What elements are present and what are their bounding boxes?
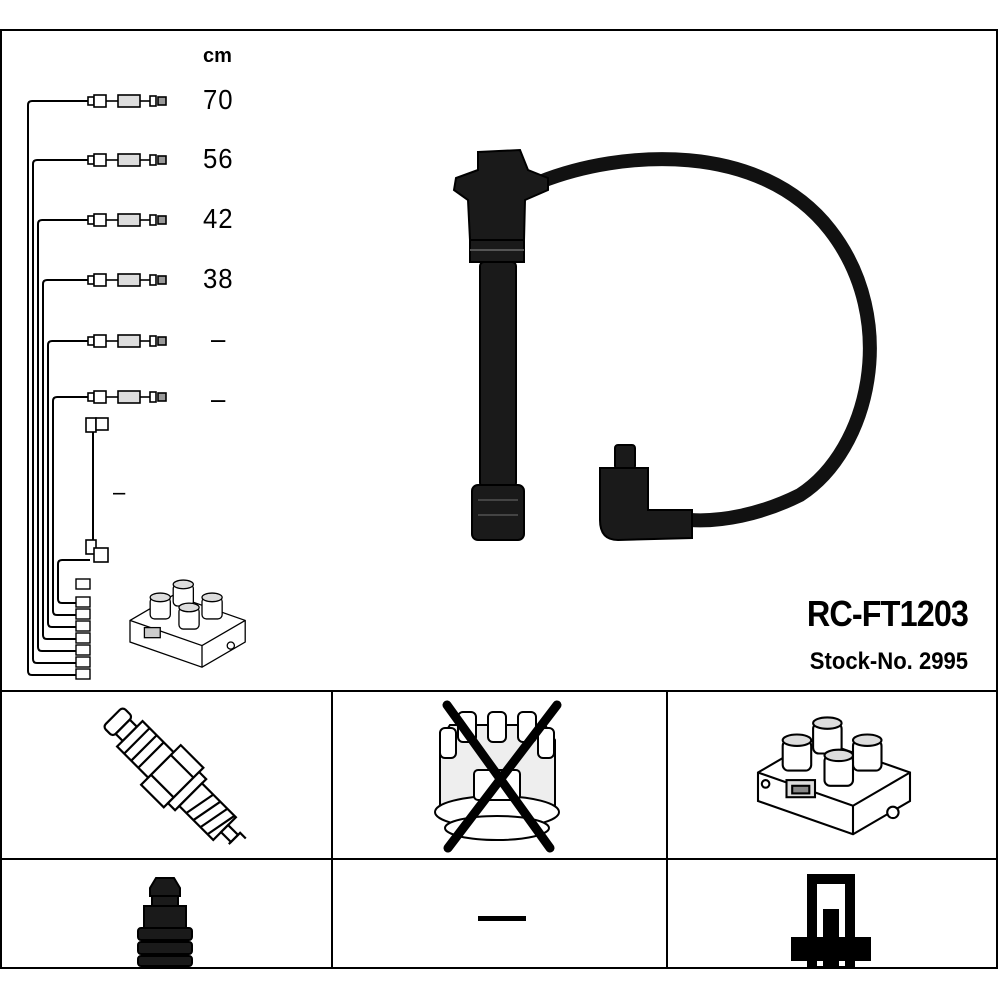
plug-connector-icon: [137, 877, 193, 967]
plug-wire-icons: [87, 94, 167, 404]
length-label-3: 42: [203, 203, 234, 234]
length-label-4: 38: [203, 263, 234, 294]
straight-boot: [452, 148, 549, 541]
plug-wire-icon-6: [87, 390, 167, 404]
table-divider-right: [666, 690, 668, 969]
length-label-5: –: [211, 323, 227, 354]
cable-legend: [27, 100, 90, 676]
plug-wire-icon-5: [87, 334, 167, 348]
main-ignition-cable: [452, 148, 877, 542]
ignition-coil-icon: [756, 716, 912, 836]
cable-route-5: [47, 340, 88, 628]
unit-label: cm: [203, 45, 232, 67]
legend-coil-icon: [129, 579, 246, 668]
cable-route-4: [42, 279, 88, 640]
length-label-6: –: [211, 383, 227, 414]
cable-route-6: [52, 396, 88, 616]
cable-route-3: [37, 219, 88, 652]
cable-route-2: [32, 159, 88, 664]
length-label-2: 56: [203, 143, 234, 174]
plug-wire-icon-4: [87, 273, 167, 287]
length-label-1: 70: [203, 84, 234, 115]
coil-wire-icon: [85, 417, 109, 563]
spark-plug-icon: [103, 707, 247, 845]
table-divider-left: [331, 690, 333, 969]
plug-wire-icon-1: [87, 94, 167, 108]
coil-connector-icon: [791, 874, 871, 968]
empty-cell-dash: [478, 916, 526, 921]
cross-out-mark: [442, 700, 562, 853]
cable-route-1: [27, 100, 88, 676]
part-number: RC-FT1203: [806, 593, 969, 634]
table-top-border: [0, 690, 998, 692]
terminal-blocks: [75, 578, 91, 680]
diagram-frame: [0, 29, 998, 969]
angled-boot: [599, 444, 693, 542]
coil-wire-length-label: –: [113, 479, 127, 506]
cable-route-7: [57, 559, 90, 604]
cable-wire: [533, 152, 877, 528]
table-middle-border: [0, 858, 998, 860]
plug-wire-icon-2: [87, 153, 167, 167]
stock-number: Stock-No. 2995: [809, 648, 968, 675]
plug-wire-icon-3: [87, 213, 167, 227]
